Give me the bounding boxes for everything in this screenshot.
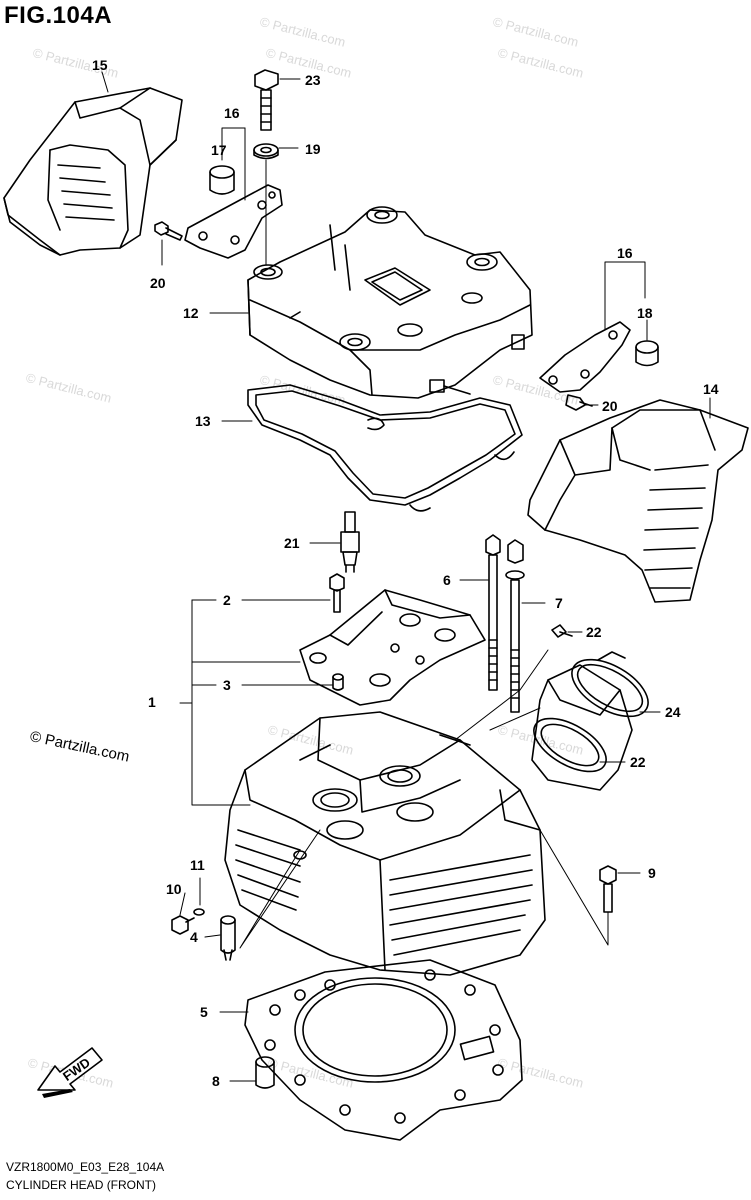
callout-3: 3 bbox=[223, 677, 231, 693]
part-16-right-bracket bbox=[539, 321, 631, 393]
part-12-head-cover bbox=[247, 206, 533, 399]
part-8-dowel bbox=[255, 1056, 275, 1089]
callout-20: 20 bbox=[150, 275, 166, 291]
callout-labels: 15 23 16 17 19 20 12 13 16 18 20 14 21 6… bbox=[92, 57, 719, 1089]
leader-lines bbox=[101, 71, 711, 1082]
part-3-dowel bbox=[332, 673, 344, 691]
part-17-left-grommet bbox=[209, 165, 235, 195]
callout-7: 7 bbox=[555, 595, 563, 611]
part-21-spark-plug bbox=[340, 511, 360, 573]
callout-4: 4 bbox=[190, 929, 198, 945]
figure-code: VZR1800M0_E03_E28_104A bbox=[6, 1160, 165, 1174]
part-14-cover bbox=[527, 399, 749, 603]
callout-17: 17 bbox=[211, 142, 227, 158]
part-5-head-gasket bbox=[244, 959, 523, 1141]
callout-23: 22 bbox=[586, 624, 602, 640]
part-23-screw bbox=[551, 624, 573, 638]
callout-19: 23 bbox=[305, 72, 321, 88]
callout-15: 15 bbox=[92, 57, 108, 73]
part-18-washer bbox=[253, 143, 279, 160]
callout-16: 16 bbox=[617, 245, 633, 261]
callout-1: 1 bbox=[148, 694, 156, 710]
callout-11: 11 bbox=[190, 857, 205, 873]
callout-16: 16 bbox=[224, 105, 240, 121]
part-7-bolt bbox=[505, 539, 525, 713]
callout-18: 19 bbox=[305, 141, 321, 157]
figure-title: FIG.104A bbox=[4, 2, 113, 29]
part-16-left-bracket bbox=[184, 184, 283, 259]
part-17-right-grommet bbox=[635, 340, 659, 367]
part-20-right-bolt bbox=[565, 394, 593, 411]
callout-9: 9 bbox=[648, 865, 656, 881]
callout-14: 14 bbox=[703, 381, 719, 397]
part-2-bolt bbox=[329, 573, 345, 613]
callout-10: 10 bbox=[166, 881, 182, 897]
callout-24: 24 bbox=[665, 704, 681, 720]
part-13-gasket bbox=[247, 384, 523, 512]
callout-5: 5 bbox=[200, 1004, 208, 1020]
callout-20: 20 bbox=[602, 398, 618, 414]
part-19-bolt bbox=[254, 69, 279, 131]
callout-22: 22 bbox=[630, 754, 646, 770]
part-22-intake-pipe bbox=[531, 664, 633, 791]
part-1-cylinder-head bbox=[224, 711, 546, 976]
fwd-arrow-icon: FWD bbox=[37, 1047, 103, 1098]
callout-6: 6 bbox=[443, 572, 451, 588]
figure-caption: CYLINDER HEAD (FRONT) bbox=[6, 1178, 157, 1192]
callout-21: 21 bbox=[284, 535, 300, 551]
callout-13: 13 bbox=[195, 413, 211, 429]
camshaft-holder bbox=[299, 589, 486, 706]
part-20-left-bolt bbox=[154, 221, 183, 241]
part-10-bolt bbox=[171, 915, 195, 935]
part-9-bolt bbox=[599, 865, 617, 913]
part-15-cover bbox=[3, 87, 183, 256]
part-24-clamp bbox=[571, 651, 649, 718]
callout-2: 2 bbox=[223, 592, 231, 608]
callout-17: 18 bbox=[637, 305, 653, 321]
part-4-part bbox=[220, 915, 236, 961]
callout-8: 8 bbox=[212, 1073, 220, 1089]
callout-12: 12 bbox=[183, 305, 199, 321]
part-11-washer bbox=[193, 908, 205, 916]
part-6-bolt bbox=[485, 534, 501, 691]
